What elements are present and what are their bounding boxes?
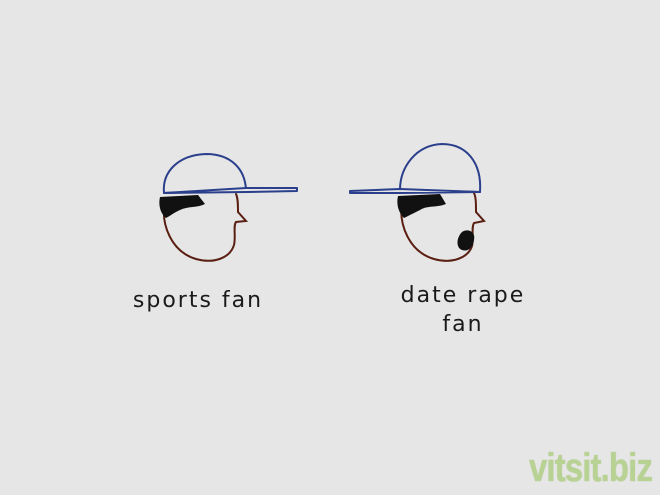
caption-date-rape-line1: date rape	[400, 283, 526, 308]
right-head-icon	[349, 143, 486, 262]
right-beard-icon	[457, 230, 475, 251]
right-cap-crown	[399, 143, 482, 193]
left-face	[162, 193, 249, 262]
left-cap-crown	[162, 153, 247, 194]
watermark-logo: vitsit.biz	[528, 446, 653, 490]
left-hair	[159, 195, 205, 218]
left-head-icon	[159, 153, 298, 262]
right-hair	[397, 194, 446, 218]
right-cap-brim	[349, 188, 481, 194]
caption-date-rape-line2: fan	[442, 312, 484, 337]
caption-sports-fan: sports fan	[132, 288, 264, 313]
left-cap-brim	[163, 187, 298, 194]
